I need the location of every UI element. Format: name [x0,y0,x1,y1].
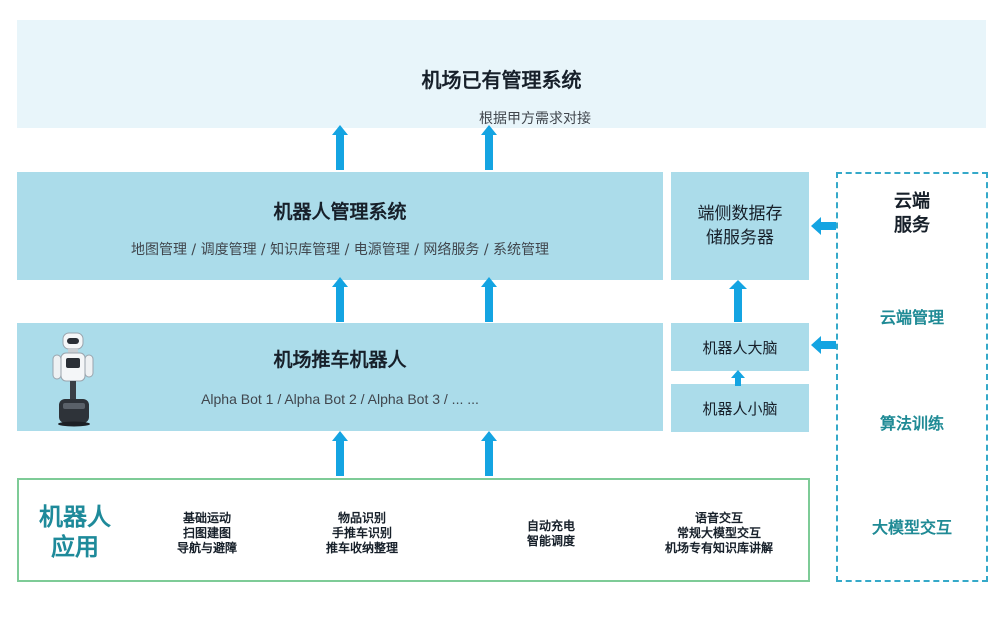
app-group-motion: 基础运动 扫图建图 导航与避障 [147,511,267,556]
arrow-up-icon [729,280,747,322]
robot-applications-title: 机器人 应用 [31,502,119,562]
app-item: 推车收纳整理 [325,541,398,555]
airport-existing-system-box: 机场已有管理系统 根据甲方需求对接 [17,20,986,128]
robot-management-title: 机器人管理系统 [273,201,407,223]
arrow-up-icon [332,277,348,322]
app-group-recognition: 物品识别 手推车识别 推车收纳整理 [302,511,422,556]
app-item: 导航与避障 [176,541,237,555]
app-group-voice: 语音交互 常规大模型交互 机场专有知识库讲解 [639,511,799,556]
app-item: 物品识别 [337,511,386,525]
cart-robot-title: 机场推车机器人 [273,349,407,371]
arrow-up-icon [481,431,497,476]
cloud-title-line2: 服务 [894,215,930,236]
app-group-charging: 自动充电 智能调度 [501,519,601,549]
apps-title-line1: 机器人 [39,503,111,531]
edge-storage-label-line2: 储服务器 [706,228,774,248]
cloud-management-item: 云端管理 [879,308,944,327]
arrow-up-icon [481,277,497,322]
apps-title-line2: 应用 [51,533,99,561]
robot-cerebellum-box: 机器人小脑 [671,384,809,432]
arrow-left-icon [811,217,836,235]
app-item: 扫图建图 [182,526,231,540]
robot-brain-label: 机器人大脑 [702,338,778,357]
cloud-services-title: 云端 服务 [838,190,986,238]
cloud-title-line1: 云端 [894,191,930,212]
algorithm-training-item: 算法训练 [879,414,944,433]
llm-interaction-item: 大模型交互 [871,518,952,537]
app-item: 语音交互 [694,511,743,525]
app-item: 智能调度 [526,534,575,548]
cart-robot-box: 机场推车机器人 Alpha Bot 1 / Alpha Bot 2 / Alph… [17,323,663,431]
cart-robot-models: Alpha Bot 1 / Alpha Bot 2 / Alpha Bot 3 … [201,391,479,407]
edge-storage-server-box: 端侧数据存 储服务器 [671,172,809,280]
robot-applications-box: 机器人 应用 基础运动 扫图建图 导航与避障 物品识别 手推车识别 推车收纳整理… [17,478,810,582]
cloud-services-box: 云端 服务 云端管理 算法训练 大模型交互 [836,172,988,582]
edge-storage-label-line1: 端侧数据存 [697,204,783,224]
airport-system-subtitle: 根据甲方需求对接 [479,111,591,127]
robot-cerebellum-label: 机器人小脑 [702,399,778,418]
arrow-up-icon [332,431,348,476]
robot-brain-box: 机器人大脑 [671,323,809,371]
robot-management-modules: 地图管理 / 调度管理 / 知识库管理 / 电源管理 / 网络服务 / 系统管理 [130,242,550,258]
robot-icon [52,332,94,427]
arrow-up-icon [481,125,497,170]
app-item: 常规大模型交互 [676,526,761,540]
robot-management-system-box: 机器人管理系统 地图管理 / 调度管理 / 知识库管理 / 电源管理 / 网络服… [17,172,663,280]
app-item: 手推车识别 [331,526,392,540]
arrow-up-icon [332,125,348,170]
airport-system-title: 机场已有管理系统 [421,68,582,92]
app-item: 基础运动 [182,511,231,525]
app-item: 机场专有知识库讲解 [664,541,773,555]
app-item: 自动充电 [526,519,575,533]
arrow-left-icon [811,336,836,354]
